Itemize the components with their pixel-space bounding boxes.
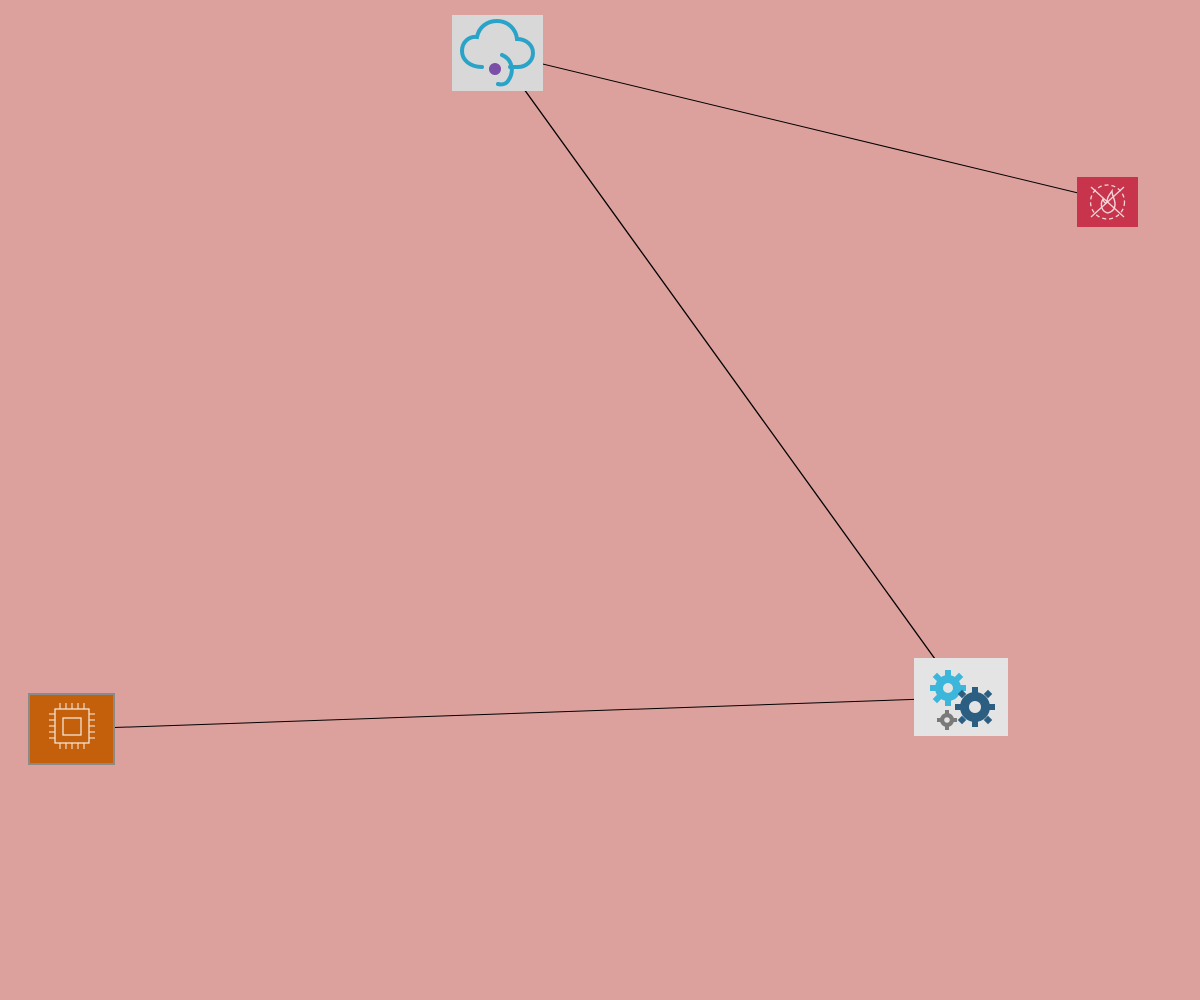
cloud-service-icon (459, 18, 536, 87)
connector-cloud-to-gears (487, 41, 962, 696)
processor-chip-node[interactable] (28, 693, 115, 765)
connector-gears-to-chip (71, 697, 955, 734)
gears-node[interactable] (914, 658, 1008, 736)
processor-chip-icon (49, 703, 95, 749)
firewall-node[interactable] (1077, 177, 1138, 227)
cloud-service-node[interactable] (452, 15, 543, 91)
gears-icon (930, 670, 995, 730)
firewall-shield-icon (1089, 184, 1126, 220)
